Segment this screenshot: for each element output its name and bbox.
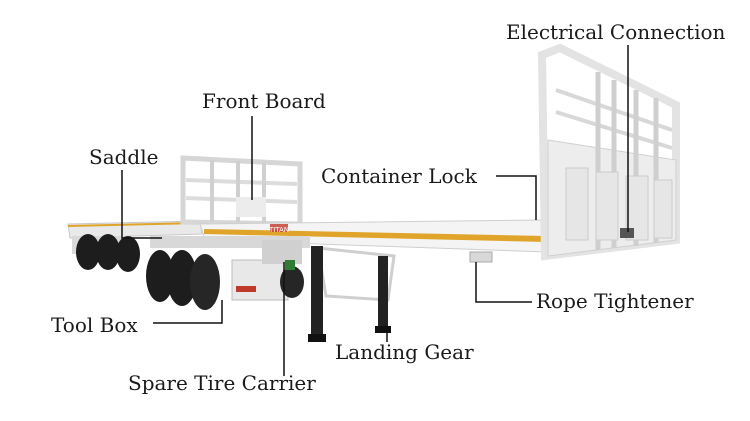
rope-tightener-shape	[469, 251, 493, 263]
label-tool-box: Tool Box	[51, 313, 138, 337]
spare-tire-shape	[280, 266, 304, 298]
brand-mark: TITAN	[268, 226, 289, 234]
label-front-board: Front Board	[202, 89, 326, 113]
tire-3	[190, 254, 220, 310]
rear-headboard	[537, 43, 680, 261]
leader-saddle	[121, 170, 162, 239]
leader-lines	[121, 45, 629, 376]
label-container-lock: Container Lock	[321, 164, 477, 188]
label-rope-tightener: Rope Tightener	[536, 289, 694, 313]
tire-1	[146, 250, 174, 302]
label-landing-gear: Landing Gear	[335, 340, 474, 364]
leader-tool-box	[153, 300, 223, 324]
leader-rope-tightener	[475, 262, 532, 303]
front-board	[180, 155, 303, 227]
rear-trailer	[67, 220, 203, 272]
tool-box-shape	[231, 259, 289, 301]
label-spare-tire-carrier: Spare Tire Carrier	[128, 371, 316, 395]
label-saddle: Saddle	[89, 145, 159, 169]
tire-2	[167, 250, 197, 306]
leader-container-lock	[496, 175, 537, 220]
running-gear	[146, 236, 310, 310]
landing-gear-shape	[308, 246, 396, 342]
label-electrical-connection: Electrical Connection	[506, 20, 726, 44]
